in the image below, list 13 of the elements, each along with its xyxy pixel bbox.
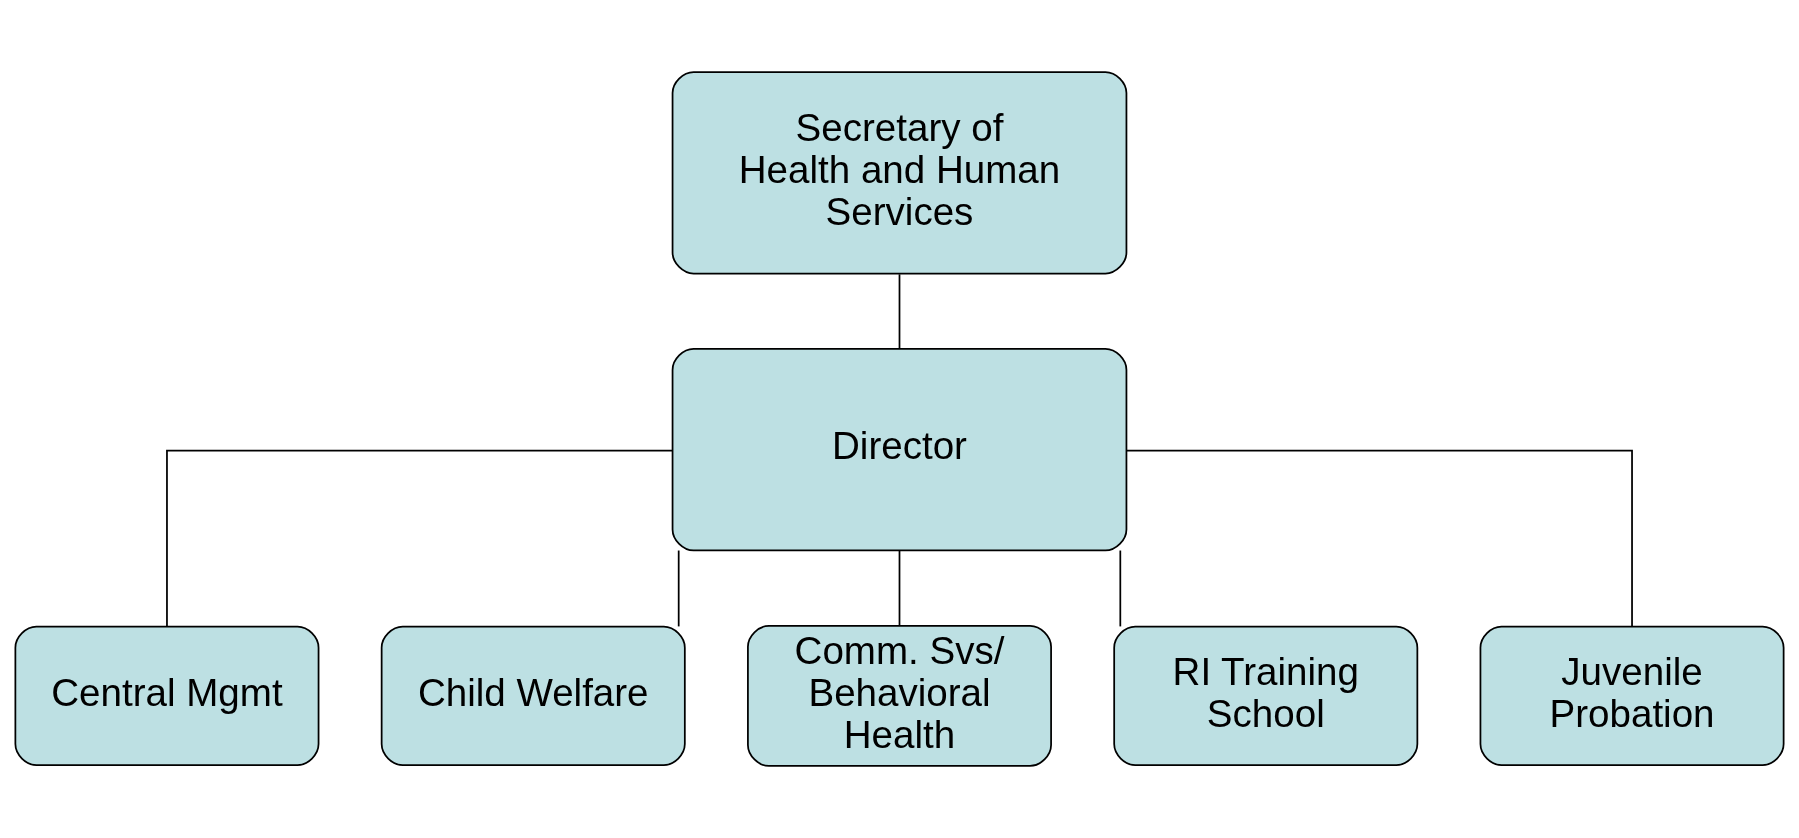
node-box: RI Training School — [1113, 625, 1419, 766]
node-box: Comm. Svs/ Behavioral Health — [747, 624, 1052, 767]
connector — [1125, 449, 1633, 628]
node-box: Director — [671, 348, 1128, 552]
connector — [898, 273, 901, 350]
node-box: Child Welfare — [380, 625, 686, 766]
connector — [1119, 549, 1122, 628]
node-box: Juvenile Probation — [1479, 625, 1785, 766]
connector — [166, 449, 674, 628]
connector — [677, 549, 680, 628]
node-box: Central Mgmt — [14, 625, 320, 766]
connector — [898, 549, 901, 627]
node-box: Secretary of Health and Human Services — [671, 71, 1128, 275]
